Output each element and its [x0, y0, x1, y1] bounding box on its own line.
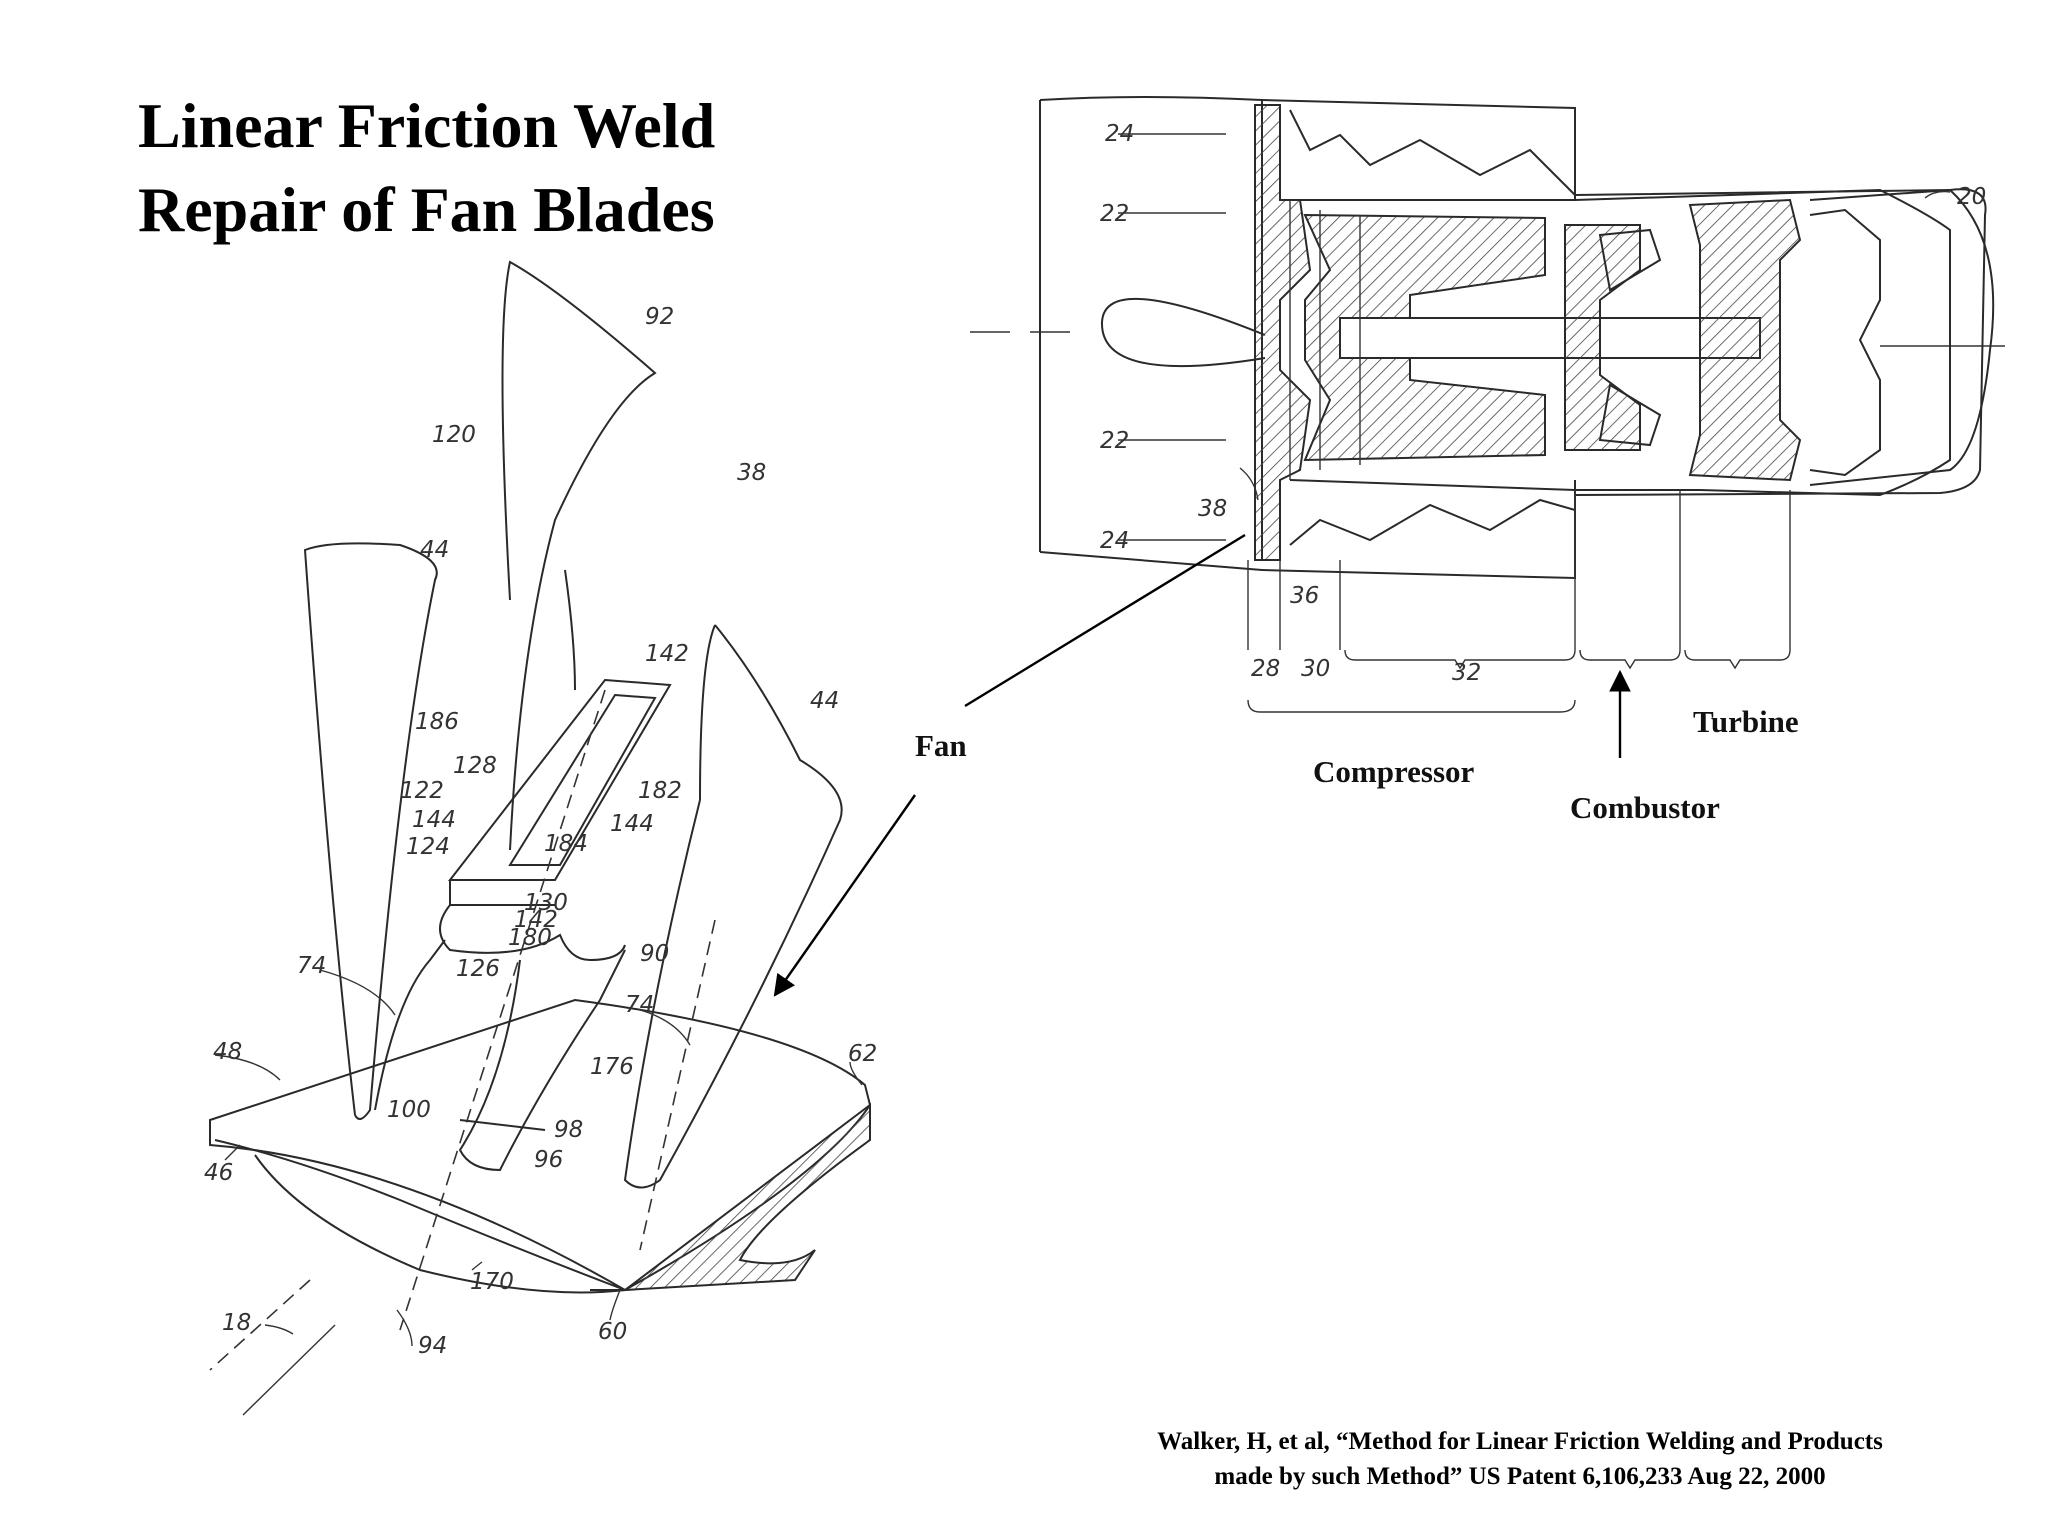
- label-combustor: Combustor: [1570, 790, 1720, 825]
- slide-title: Linear Friction Weld Repair of Fan Blade…: [138, 84, 715, 252]
- engine-ref: 22: [1100, 201, 1129, 227]
- blade-ref: 46: [204, 1160, 233, 1186]
- blade-ref: 182: [638, 778, 682, 804]
- patent-citation: Walker, H, et al, “Method for Linear Fri…: [1080, 1424, 1960, 1494]
- blade-reference-numerals: 92 120 38 44 44 142 186 128 182 122 144 …: [204, 304, 877, 1359]
- blade-ref: 122: [400, 778, 444, 804]
- blade-ref: 74: [625, 992, 654, 1018]
- blade-ref: 96: [534, 1147, 563, 1173]
- blade-ref: 38: [737, 460, 766, 486]
- blade-ref: 100: [387, 1097, 431, 1123]
- blade-ref: 62: [848, 1041, 877, 1067]
- fan-blade-drawing: [209, 260, 872, 1416]
- callout-arrows: [773, 533, 1631, 997]
- blade-ref: 60: [598, 1319, 627, 1345]
- blade-ref: 142: [514, 907, 558, 933]
- blade-ref: 18: [222, 1310, 251, 1336]
- blade-ref: 170: [470, 1269, 514, 1295]
- blade-ref: 48: [213, 1039, 242, 1065]
- fan-arrow: [773, 794, 916, 997]
- blade-ref: 176: [590, 1054, 634, 1080]
- citation-line-2: made by such Method” US Patent 6,106,233…: [1214, 1463, 1826, 1490]
- blade-ref: 130: [524, 890, 568, 916]
- blade-ref: 92: [645, 304, 674, 330]
- title-line-2: Repair of Fan Blades: [138, 174, 715, 245]
- citation-line-1: Walker, H, et al, “Method for Linear Fri…: [1157, 1428, 1883, 1455]
- label-compressor: Compressor: [1313, 754, 1475, 789]
- blade-ref: 98: [554, 1117, 583, 1143]
- label-fan: Fan: [915, 728, 967, 763]
- blade-ref: 120: [432, 422, 476, 448]
- engine-ref: 20: [1957, 184, 1986, 210]
- engine-ref: 22: [1100, 428, 1129, 454]
- label-turbine: Turbine: [1693, 704, 1799, 739]
- engine-ref: 32: [1452, 660, 1481, 686]
- blade-ref: 90: [640, 941, 669, 967]
- engine-ref: 28: [1251, 656, 1280, 682]
- title-line-1: Linear Friction Weld: [138, 90, 716, 161]
- engine-ref: 30: [1301, 656, 1330, 682]
- engine-ref: 36: [1290, 583, 1319, 609]
- blade-ref: 184: [544, 831, 588, 857]
- blade-ref: 124: [406, 834, 450, 860]
- blade-ref: 144: [412, 807, 456, 833]
- blade-ref: 126: [456, 956, 500, 982]
- blade-ref: 44: [420, 537, 449, 563]
- blade-ref: 180: [508, 925, 552, 951]
- engine-ref: 24: [1105, 121, 1134, 147]
- blade-ref: 186: [415, 709, 459, 735]
- engine-ref: 24: [1100, 528, 1129, 554]
- blade-ref: 144: [610, 811, 654, 837]
- blade-ref: 142: [645, 641, 689, 667]
- engine-cross-section: [970, 96, 2005, 713]
- fan-leader-line: [964, 533, 1246, 708]
- engine-ref: 38: [1198, 496, 1227, 522]
- blade-ref: 44: [810, 688, 839, 714]
- blade-ref: 74: [297, 953, 326, 979]
- engine-reference-numerals: 24 22 22 24 38 36 20 28 30 32: [1100, 121, 1986, 686]
- blade-ref: 128: [453, 753, 497, 779]
- blade-ref: 94: [418, 1333, 447, 1359]
